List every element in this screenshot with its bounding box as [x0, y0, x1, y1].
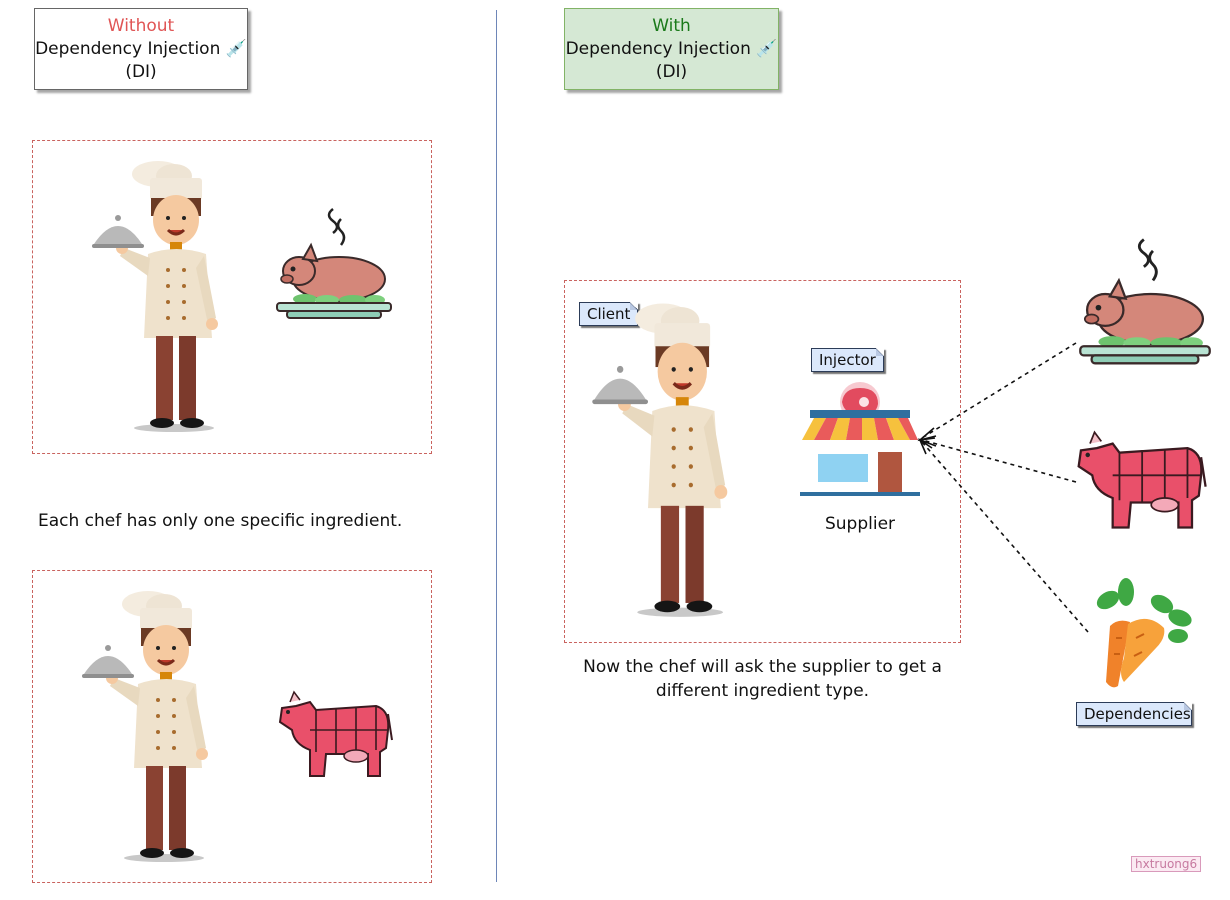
injector-label: Injector — [811, 348, 884, 372]
roast-pig-icon — [1079, 238, 1211, 365]
with-scene-frame — [564, 280, 961, 643]
client-label: Client — [579, 302, 639, 326]
arrow-pig-to-supplier — [921, 342, 1077, 439]
dependencies-label: Dependencies — [1076, 702, 1192, 726]
without-title-line2: Dependency Injection 💉 — [35, 39, 247, 59]
roast-pig-icon — [276, 208, 392, 319]
without-title-line3: (DI) — [125, 62, 157, 82]
with-title-line3: (DI) — [655, 62, 688, 82]
watermark: hxtruong6 — [1131, 856, 1202, 872]
panel-divider — [496, 10, 497, 882]
without-label: Without — [107, 16, 175, 36]
store-icon — [800, 382, 920, 496]
without-caption: Each chef has only one specific ingredie… — [38, 511, 403, 531]
without-scene-frame-pig — [32, 140, 432, 454]
with-di-title: With Dependency Injection 💉 (DI) — [564, 8, 779, 90]
arrow-carrot-to-supplier — [921, 441, 1089, 633]
chef-icon — [92, 161, 218, 432]
with-title-line2: Dependency Injection 💉 — [565, 39, 778, 59]
chef-icon — [592, 303, 728, 617]
with-label: With — [652, 16, 691, 36]
cow-icon — [1077, 430, 1207, 529]
chef-icon — [82, 591, 208, 862]
cow-icon — [278, 690, 393, 777]
with-caption-line1: Now the chef will ask the supplier to ge… — [583, 657, 942, 677]
arrow-cow-to-supplier — [921, 439, 1077, 483]
with-caption-line2: different ingredient type. — [655, 681, 870, 701]
without-di-title: Without Dependency Injection 💉 (DI) — [34, 8, 248, 90]
carrot-icon — [1096, 578, 1192, 688]
supplier-label: Supplier — [824, 514, 896, 534]
without-scene-frame-cow — [32, 570, 432, 883]
